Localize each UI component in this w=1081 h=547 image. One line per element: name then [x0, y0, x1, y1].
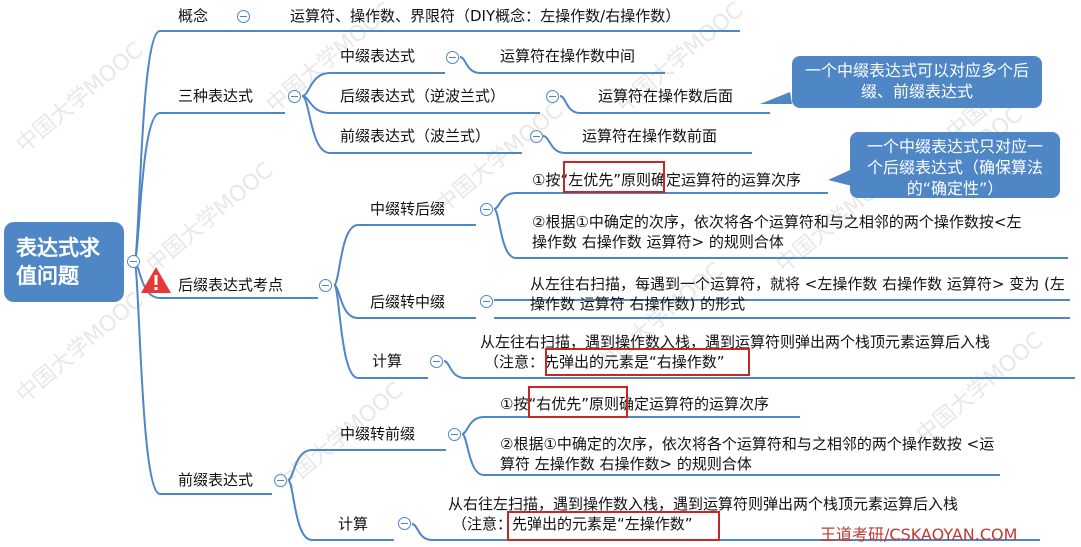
prefix-calc-line1: 从右往左扫描，遇到操作数入栈，遇到运算符则弹出两个栈顶元素运算后入栈: [448, 495, 959, 513]
callout-note: 一个中缀表达式可以对应多个后缀、前缀表达式: [792, 56, 1042, 108]
node-three-expressions[interactable]: 三种表达式: [178, 87, 254, 105]
prefix-content: 运算符在操作数前面: [582, 127, 718, 145]
step1-suffix: 确定运算符的运算次序: [619, 395, 770, 413]
warning-icon: [141, 267, 171, 293]
collapse-icon[interactable]: [398, 517, 411, 530]
node-postfix-focus[interactable]: 后缀表达式考点: [178, 276, 284, 294]
collapse-icon[interactable]: [430, 355, 443, 368]
postfix-to-infix-content: 从左往右扫描，每遇到一个运算符，就将 <左操作数 右操作数 运算符> 变为 (左…: [530, 275, 1065, 313]
postfix-content: 运算符在操作数后面: [598, 87, 734, 105]
infix-content: 运算符在操作数中间: [500, 47, 636, 65]
node-postfix[interactable]: 后缀表达式（逆波兰式）: [340, 87, 506, 105]
step1-highlight: “右优先”原则: [528, 395, 619, 413]
calc-note-highlight: 先弹出的元素是“右操作数”: [544, 353, 725, 371]
collapse-icon[interactable]: [530, 130, 543, 143]
prefix-calc-line2: （注意：先弹出的元素是“左操作数”: [452, 514, 693, 534]
collapse-icon[interactable]: [288, 90, 301, 103]
node-infix-to-prefix[interactable]: 中缀转前缀: [340, 425, 416, 443]
highlight-box: [528, 386, 628, 418]
infix-to-prefix-step1: ①按“右优先”原则确定运算符的运算次序: [500, 394, 769, 414]
calc-note-prefix: （注意：: [452, 515, 513, 533]
calc-note-highlight: 先弹出的元素是“左操作数”: [512, 515, 693, 533]
step1-highlight: “左优先”原则: [560, 171, 651, 189]
highlight-box: [507, 511, 720, 541]
node-prefix-calc[interactable]: 计算: [338, 515, 369, 533]
collapse-icon[interactable]: [446, 51, 459, 64]
collapse-icon[interactable]: [127, 255, 140, 268]
brand-footer: 王道考研/CSKAOYAN.COM: [820, 525, 1018, 544]
root-title: 表达式求值问题: [16, 236, 100, 288]
collapse-icon[interactable]: [480, 203, 493, 216]
infix-to-prefix-step2: ②根据①中确定的次序，依次将各个运算符和与之相邻的两个操作数按 <运算符 左操作…: [500, 435, 995, 473]
postfix-calc-line2: （注意：先弹出的元素是“右操作数”: [484, 352, 725, 372]
collapse-icon[interactable]: [546, 90, 559, 103]
infix-to-postfix-step2: ②根据①中确定的次序，依次将各个运算符和与之相邻的两个操作数按<左操作数 右操作…: [532, 213, 1022, 251]
node-prefix-focus[interactable]: 前缀表达式: [178, 471, 254, 489]
collapse-icon[interactable]: [237, 10, 250, 23]
infix-to-postfix-step1: ①按“左优先”原则确定运算符的运算次序: [532, 170, 801, 190]
node-infix-to-postfix[interactable]: 中缀转后缀: [370, 200, 446, 218]
postfix-calc-line1: 从左往右扫描，遇到操作数入栈，遇到运算符则弹出两个栈顶元素运算后入栈: [480, 333, 991, 351]
step1-prefix: ①按: [500, 395, 529, 413]
highlight-box: [545, 348, 750, 376]
collapse-icon[interactable]: [274, 474, 287, 487]
node-postfix-to-infix[interactable]: 后缀转中缀: [370, 293, 446, 311]
collapse-icon[interactable]: [480, 295, 493, 308]
root-node[interactable]: 表达式求值问题: [4, 222, 124, 302]
calc-note-prefix: （注意：: [484, 353, 545, 371]
collapse-icon[interactable]: [448, 428, 461, 441]
callout-note: 一个中缀表达式只对应一个后缀表达式（确保算法的“确定性”）: [850, 132, 1060, 198]
node-prefix[interactable]: 前缀表达式（波兰式）: [340, 127, 491, 145]
step1-prefix: ①按: [532, 171, 561, 189]
node-postfix-calc[interactable]: 计算: [372, 352, 403, 370]
step1-suffix: 确定运算符的运算次序: [651, 171, 802, 189]
node-concept[interactable]: 概念: [178, 7, 209, 25]
node-infix[interactable]: 中缀表达式: [340, 47, 416, 65]
concept-content: 运算符、操作数、界限符（DIY概念：左操作数/右操作数）: [290, 7, 681, 25]
highlight-box: [563, 161, 665, 193]
collapse-icon[interactable]: [319, 279, 332, 292]
